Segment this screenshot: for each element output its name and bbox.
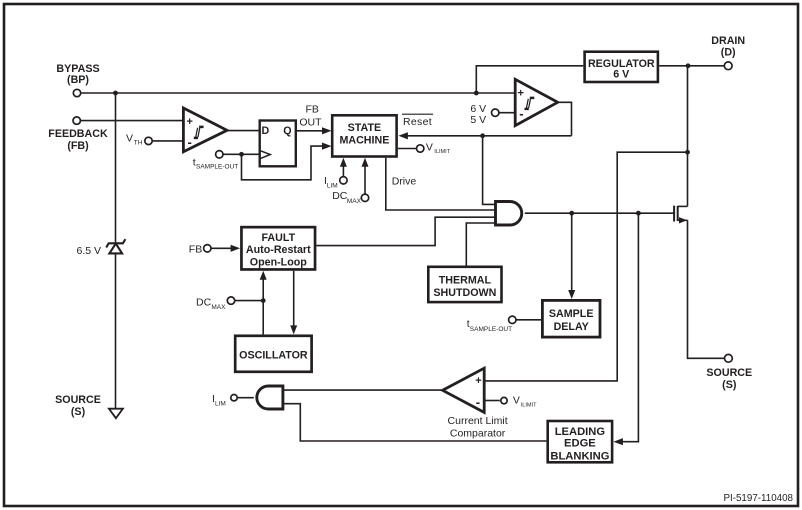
svg-text:REGULATOR: REGULATOR <box>588 58 655 70</box>
svg-text:MAX: MAX <box>347 198 362 205</box>
svg-text:Open-Loop: Open-Loop <box>250 256 307 268</box>
svg-text:SOURCE: SOURCE <box>55 394 101 406</box>
svg-text:D: D <box>262 125 270 137</box>
svg-text:6 V: 6 V <box>470 103 486 115</box>
svg-text:6.5 V: 6.5 V <box>77 245 102 257</box>
svg-text:MACHINE: MACHINE <box>339 135 389 147</box>
svg-text:FEEDBACK: FEEDBACK <box>48 128 108 140</box>
svg-text:6 V: 6 V <box>613 68 630 80</box>
svg-text:Q: Q <box>283 125 291 137</box>
svg-text:-: - <box>188 135 192 150</box>
svg-text:(D): (D) <box>721 46 736 58</box>
svg-text:SAMPLE: SAMPLE <box>549 308 594 320</box>
svg-text:+: + <box>475 375 481 387</box>
svg-text:LIM: LIM <box>215 400 226 407</box>
svg-text:5 V: 5 V <box>470 114 486 126</box>
svg-text:SHUTDOWN: SHUTDOWN <box>433 287 496 299</box>
svg-text:BLANKING: BLANKING <box>550 450 609 462</box>
svg-text:TH: TH <box>134 139 143 146</box>
svg-text:DC: DC <box>196 297 212 309</box>
svg-text:Drive: Drive <box>392 176 417 188</box>
svg-text:Comparator: Comparator <box>450 428 506 440</box>
svg-text:STATE: STATE <box>348 122 381 134</box>
svg-text:Reset: Reset <box>403 116 432 128</box>
svg-text:+: + <box>187 116 193 128</box>
svg-text:ILIMIT: ILIMIT <box>434 149 450 155</box>
svg-text:ILIMIT: ILIMIT <box>521 402 537 408</box>
svg-text:SAMPLE-OUT: SAMPLE-OUT <box>470 326 512 333</box>
svg-text:DRAIN: DRAIN <box>711 35 745 47</box>
svg-text:-: - <box>519 106 523 121</box>
svg-text:PI-5197-110408: PI-5197-110408 <box>723 493 793 504</box>
svg-text:I: I <box>324 175 327 187</box>
svg-text:t: t <box>193 157 196 169</box>
svg-text:SOURCE: SOURCE <box>706 367 752 379</box>
svg-text:FAULT: FAULT <box>261 232 295 244</box>
svg-text:DC: DC <box>332 190 348 202</box>
svg-text:FB: FB <box>305 104 318 116</box>
svg-text:I: I <box>212 393 215 405</box>
svg-text:THERMAL: THERMAL <box>439 275 492 287</box>
svg-text:OSCILLATOR: OSCILLATOR <box>239 350 308 362</box>
svg-text:V: V <box>426 141 433 153</box>
svg-text:t: t <box>467 318 470 330</box>
svg-text:BYPASS: BYPASS <box>56 63 99 75</box>
svg-text:MAX: MAX <box>211 304 226 311</box>
svg-text:LIM: LIM <box>327 182 338 189</box>
svg-text:(BP): (BP) <box>67 74 89 86</box>
svg-text:FB: FB <box>189 244 202 256</box>
svg-text:V: V <box>513 395 520 407</box>
svg-text:(S): (S) <box>722 379 737 391</box>
svg-text:(S): (S) <box>71 406 86 418</box>
svg-text:DELAY: DELAY <box>554 321 589 333</box>
svg-text:EDGE: EDGE <box>564 438 596 450</box>
svg-text:LEADING: LEADING <box>555 426 606 438</box>
svg-text:V: V <box>126 133 133 145</box>
svg-text:OUT: OUT <box>299 117 322 129</box>
svg-text:(FB): (FB) <box>67 140 89 152</box>
svg-text:+: + <box>518 87 524 99</box>
svg-text:Current Limit: Current Limit <box>448 415 508 427</box>
svg-text:SAMPLE-OUT: SAMPLE-OUT <box>196 163 238 170</box>
svg-text:Auto-Restart: Auto-Restart <box>246 244 311 256</box>
svg-text:-: - <box>476 394 480 409</box>
